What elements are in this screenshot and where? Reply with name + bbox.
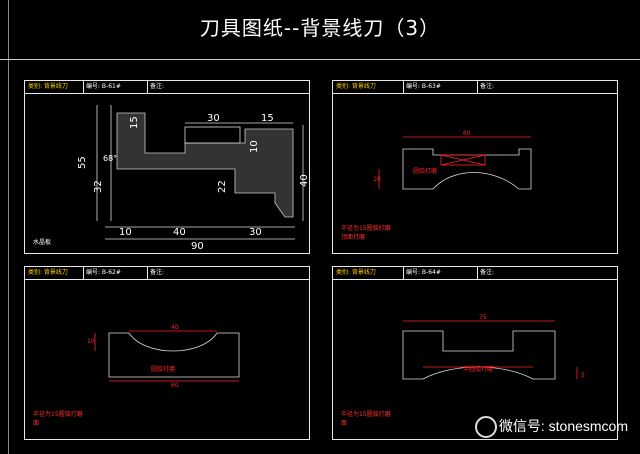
note-label: 备注: bbox=[150, 269, 165, 276]
wechat-icon bbox=[474, 416, 497, 438]
drawing-panel-b61: 类别: 背景线刀 编号: B-61# 备注: 30 15 15 55 32 10… bbox=[24, 80, 310, 254]
dim-60: 60 bbox=[463, 130, 471, 137]
dim-5: 5 bbox=[581, 372, 585, 379]
dim-60: 60 bbox=[171, 382, 179, 389]
type-label: 类别: 背景线刀 bbox=[28, 269, 68, 276]
profile-drawing-b64: 75 5 半圆弧打磨 bbox=[402, 314, 585, 380]
dim-40b: 40 bbox=[299, 174, 309, 187]
code-label: 编号: B-64# bbox=[406, 269, 441, 276]
dim-22: 22 bbox=[217, 180, 228, 193]
watermark: 微信号: stonesmcom bbox=[474, 416, 628, 438]
left-border-line bbox=[8, 0, 9, 454]
type-label: 类别: 背景线刀 bbox=[336, 269, 376, 276]
drawing-panel-b62: 类别: 背景线刀 编号: B-62# 备注: 40 10 60 圆弧打磨 半径为… bbox=[24, 266, 310, 440]
note-label: 备注: bbox=[150, 83, 165, 90]
profile-drawing-b63: 60 10 圆弧打磨 bbox=[373, 130, 532, 190]
dim-40: 40 bbox=[173, 227, 186, 238]
red-label: 半圆弧打磨 bbox=[463, 365, 493, 373]
dim-10: 10 bbox=[87, 338, 95, 345]
dim-10b: 10 bbox=[119, 227, 132, 238]
code-label: 编号: B-63# bbox=[406, 83, 441, 90]
dim-75: 75 bbox=[479, 314, 487, 321]
profile-drawing-b61: 30 15 15 55 32 10 22 40 68° 10 40 30 90 bbox=[77, 105, 309, 252]
process-note: 半径为15圆弧打磨 顶面打磨 bbox=[341, 225, 391, 241]
profile-drawing-b62: 40 10 60 圆弧打磨 bbox=[87, 324, 240, 389]
note-label: 备注: bbox=[480, 269, 495, 276]
watermark-text: 微信号: stonesmcom bbox=[498, 418, 628, 434]
dim-40: 40 bbox=[171, 324, 179, 331]
type-label: 类别: 背景线刀 bbox=[28, 83, 68, 90]
panel-header: 类别: 背景线刀 编号: B-64# 备注: bbox=[333, 267, 617, 280]
dim-90: 90 bbox=[191, 241, 204, 252]
red-label: 圆弧打磨 bbox=[413, 167, 437, 175]
dim-30: 30 bbox=[207, 113, 220, 124]
title-divider bbox=[0, 59, 640, 60]
panel-header: 类别: 背景线刀 编号: B-61# 备注: bbox=[25, 81, 309, 94]
dim-15a: 15 bbox=[129, 116, 140, 129]
dim-10: 10 bbox=[249, 140, 260, 153]
panel-header: 类别: 背景线刀 编号: B-63# 备注: bbox=[333, 81, 617, 94]
dim-10: 10 bbox=[373, 176, 381, 183]
dim-68: 68° bbox=[103, 154, 117, 163]
code-label: 编号: B-61# bbox=[86, 83, 121, 90]
page-title: 刀具图纸--背景线刀（3） bbox=[199, 16, 441, 40]
drawing-panel-b63: 类别: 背景线刀 编号: B-63# 备注: 60 10 圆弧打磨 半径为15圆… bbox=[332, 80, 618, 254]
dim-32: 32 bbox=[93, 180, 104, 193]
dim-15b: 15 bbox=[261, 113, 274, 124]
process-note: 半径为15圆弧打磨 面 bbox=[341, 411, 391, 427]
drawing-panel-b64: 类别: 背景线刀 编号: B-64# 备注: 75 5 半圆弧打磨 半径为15圆… bbox=[332, 266, 618, 440]
dim-55: 55 bbox=[77, 156, 88, 169]
type-label: 类别: 背景线刀 bbox=[336, 83, 376, 90]
panel-header: 类别: 背景线刀 编号: B-62# 备注: bbox=[25, 267, 309, 280]
dim-30b: 30 bbox=[249, 227, 262, 238]
material-label: 水晶板 bbox=[33, 239, 52, 246]
red-label: 圆弧打磨 bbox=[151, 365, 175, 373]
process-note: 半径为15圆弧打磨 面 bbox=[33, 411, 83, 427]
code-label: 编号: B-62# bbox=[86, 269, 121, 276]
note-label: 备注: bbox=[480, 83, 495, 90]
